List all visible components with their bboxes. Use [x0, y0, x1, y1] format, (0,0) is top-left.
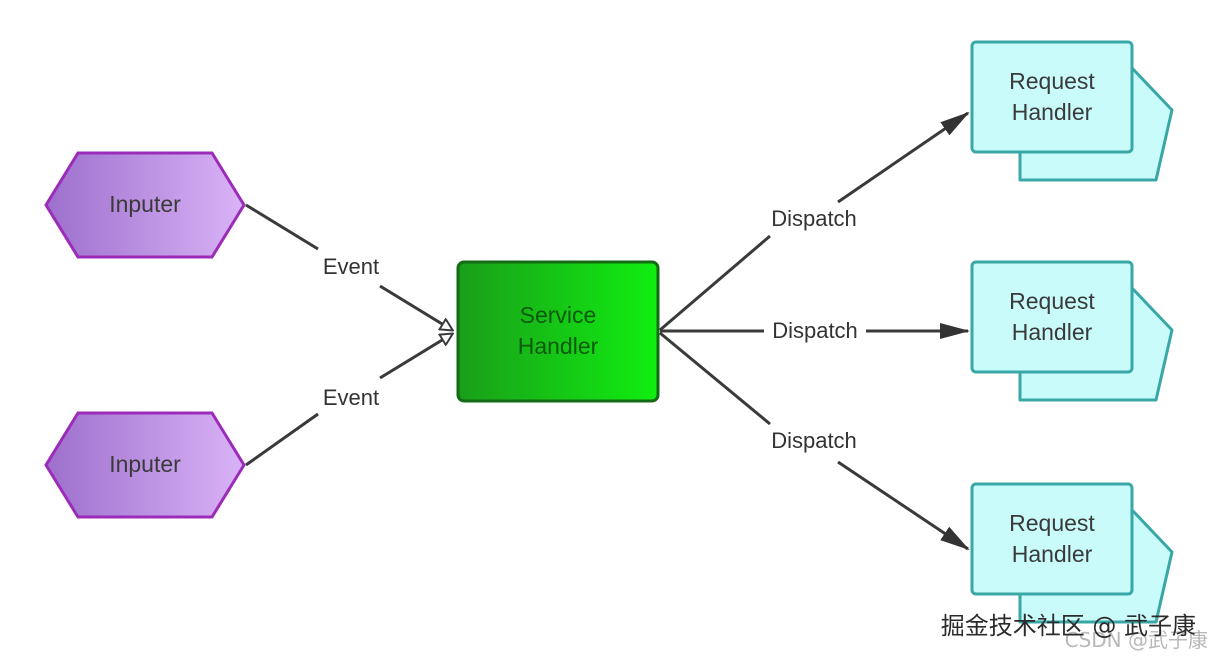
edge-dispatch-1	[659, 111, 970, 332]
edge-event-2	[245, 334, 452, 467]
watermark-csdn: CSDN @武子康	[1064, 628, 1208, 652]
watermark-juejin: 掘金技术社区 @ 武子康	[940, 612, 1196, 640]
request-handler-3-label-line-2: Handler	[1012, 541, 1093, 567]
service-handler-label-line-2: Handler	[518, 333, 599, 359]
edge-label-dispatch-3: Dispatch	[771, 428, 857, 453]
request-handler-node-3: Request Handler	[970, 482, 1174, 624]
service-handler-label-line-1: Service	[520, 302, 597, 328]
inputer-label-2: Inputer	[109, 451, 181, 477]
edge-label-event-1: Event	[323, 254, 379, 279]
edge-dispatch-3	[659, 331, 970, 551]
edge-label-dispatch-1: Dispatch	[771, 206, 857, 231]
request-handler-node-2: Request Handler	[970, 260, 1174, 402]
inputer-label-1: Inputer	[109, 191, 181, 217]
request-handler-1-label-line-1: Request	[1009, 68, 1095, 94]
request-handler-2-label-line-2: Handler	[1012, 319, 1093, 345]
edge-event-1	[245, 203, 452, 330]
request-handler-2-label-line-1: Request	[1009, 288, 1095, 314]
edge-label-event-2: Event	[323, 385, 379, 410]
request-handler-3-label-line-1: Request	[1009, 510, 1095, 536]
inputer-node-2: Inputer	[44, 411, 246, 519]
request-handler-1-label-line-2: Handler	[1012, 99, 1093, 125]
request-handler-node-1: Request Handler	[970, 40, 1174, 182]
service-handler-node: Service Handler	[456, 260, 660, 403]
inputer-node-1: Inputer	[44, 151, 246, 259]
edge-label-dispatch-2: Dispatch	[772, 318, 858, 343]
